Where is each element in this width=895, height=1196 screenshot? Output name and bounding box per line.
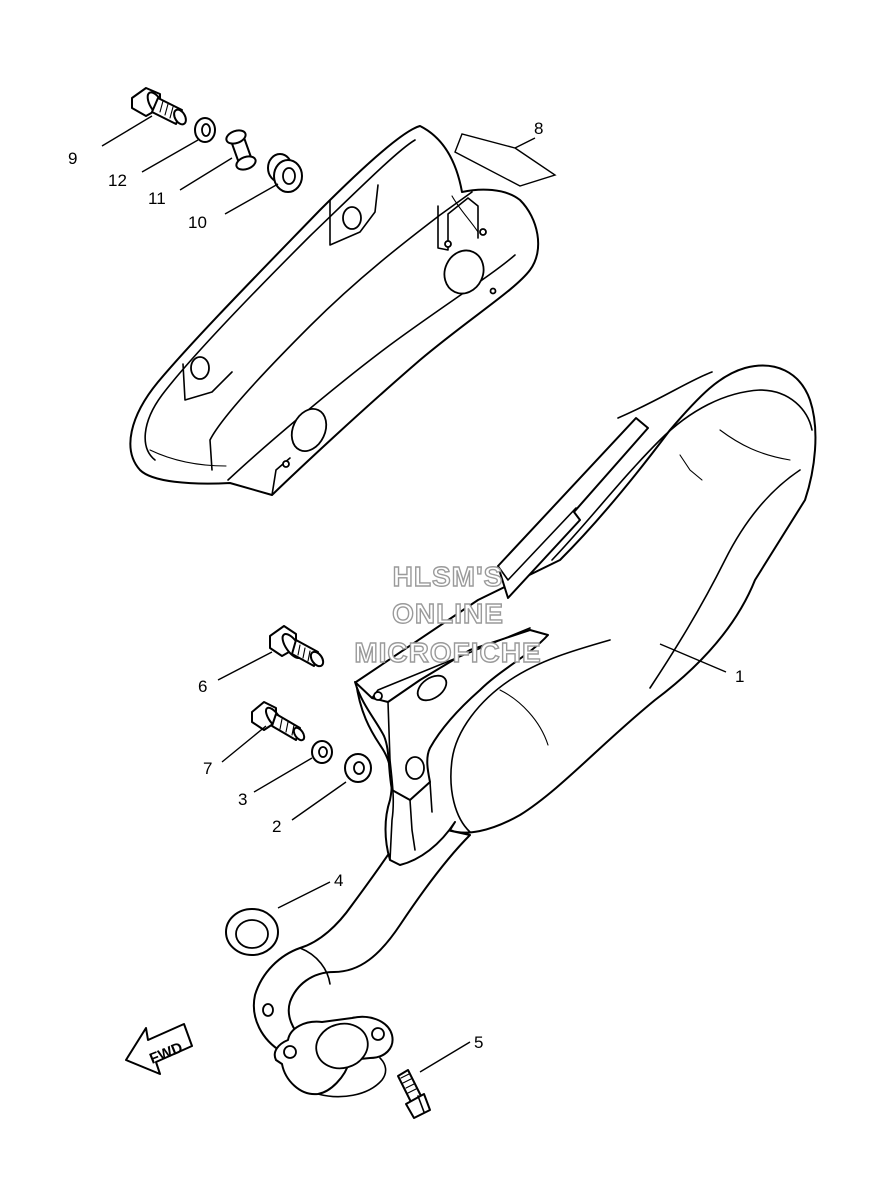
collar-11[interactable] [225,128,258,172]
leader-lines [101,115,727,1073]
damper-10[interactable] [267,153,303,193]
callout-8: 8 [534,119,543,138]
washer-12[interactable] [194,117,216,143]
heat-shield[interactable] [129,125,540,496]
washer-3[interactable] [311,740,333,764]
callout-labels: 1 2 3 4 5 6 7 8 9 10 11 12 [68,119,744,1052]
watermark-line-2: ONLINE [392,598,504,629]
callout-12: 12 [108,171,127,190]
stud-bolt[interactable] [397,1069,431,1119]
callout-5: 5 [474,1033,483,1052]
callout-1: 1 [735,667,744,686]
callout-7: 7 [203,759,212,778]
bolt-9[interactable] [131,87,188,126]
gasket[interactable] [225,908,279,956]
callout-11: 11 [148,189,166,208]
callout-9: 9 [68,149,77,168]
callout-10: 10 [188,213,207,232]
bolt-6[interactable] [269,625,326,668]
bolt-7[interactable] [251,701,306,742]
forward-direction-arrow: FWD [125,1023,193,1075]
watermark: HLSM'S ONLINE MICROFICHE [354,560,542,668]
callout-6: 6 [198,677,207,696]
collar-2[interactable] [344,753,372,783]
watermark-line-3: MICROFICHE [354,637,541,668]
callout-3: 3 [238,790,247,809]
callout-4: 4 [334,871,343,890]
muffler-assembly[interactable] [252,364,817,1098]
watermark-line-1: HLSM'S [393,561,504,592]
callout-2: 2 [272,817,281,836]
